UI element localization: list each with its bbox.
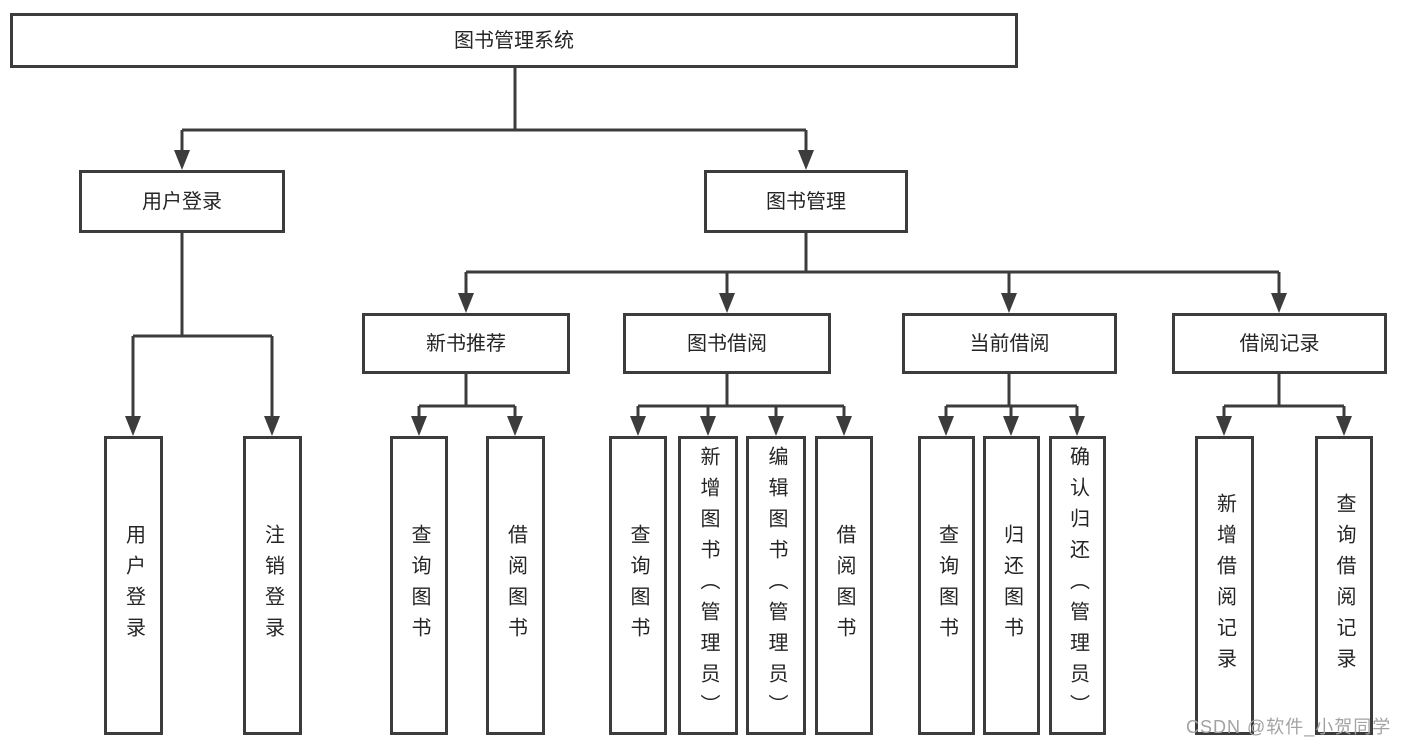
leaf-borrow-borrow-book: 借阅图书 [815,436,873,735]
leaf-record-add-record: 新增借阅记录 [1195,436,1254,735]
node-library-management-system: 图书管理系统 [10,13,1018,68]
leaf-borrow-add-book-admin: 新增图书（管理员） [678,436,738,735]
leaf-current-query-book: 查询图书 [918,436,975,735]
node-book-borrow: 图书借阅 [623,313,831,374]
leaf-newbook-borrow-book: 借阅图书 [486,436,545,735]
leaf-borrow-edit-book-admin: 编辑图书（管理员） [746,436,806,735]
csdn-watermark: CSDN @软件_小贺同学 [1186,717,1392,737]
node-new-book-recommend: 新书推荐 [362,313,570,374]
leaf-current-confirm-return-admin: 确认归还（管理员） [1049,436,1106,735]
leaf-borrow-query-book: 查询图书 [609,436,667,735]
leaf-user-login: 用户登录 [104,436,163,735]
tree-edges [131,68,1346,420]
node-book-management: 图书管理 [704,170,908,233]
leaf-logout-login: 注销登录 [243,436,302,735]
node-current-borrow: 当前借阅 [902,313,1117,374]
node-borrow-record: 借阅记录 [1172,313,1387,374]
leaf-newbook-query-book: 查询图书 [390,436,448,735]
leaf-record-query-record: 查询借阅记录 [1315,436,1373,735]
leaf-current-return-book: 归还图书 [983,436,1040,735]
node-user-login: 用户登录 [79,170,285,233]
